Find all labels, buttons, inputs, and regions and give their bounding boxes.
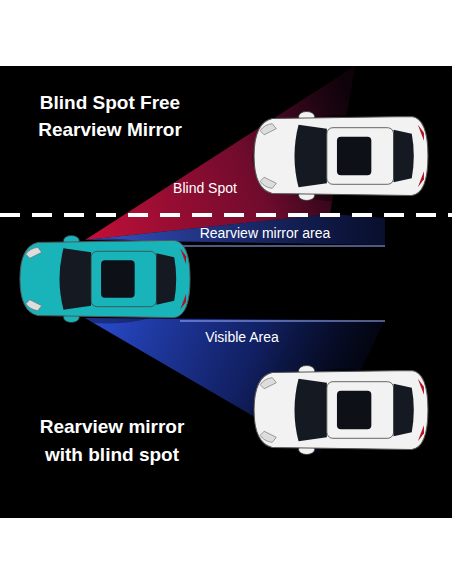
mirror-edge [180, 246, 385, 247]
zone-label: Blind Spot [158, 180, 252, 197]
heading-top: Blind Spot Free Rearview Mirror [20, 89, 200, 143]
heading-bottom: Rearview mirror with blind spot [22, 413, 202, 469]
car-own [18, 235, 196, 323]
zone-label: Visible Area [180, 329, 304, 346]
visible-edge [180, 321, 385, 322]
car-upper [252, 112, 434, 202]
background [0, 66, 452, 518]
lane-divider [0, 213, 452, 217]
zone-label: Rearview mirror area [170, 225, 360, 242]
car-lower [252, 366, 434, 456]
